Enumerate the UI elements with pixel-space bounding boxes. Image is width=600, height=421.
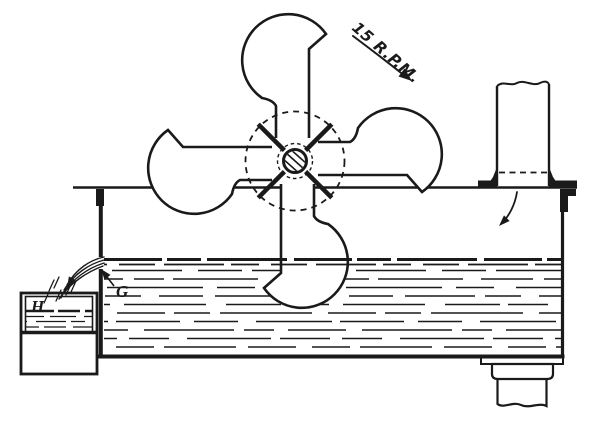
rpm-annotation: 15 R.P.M. (348, 18, 423, 87)
blade-pitch-dashed-circle (244, 110, 346, 212)
overflow-arrow-icon (67, 276, 76, 288)
pipe-break-top (496, 80, 550, 87)
pipe-foot-left (478, 180, 497, 187)
label-h: H (30, 297, 45, 316)
pipe-foot-right (549, 180, 577, 187)
rim-lip-right (560, 189, 576, 196)
outlet-flange (490, 362, 555, 381)
rpm-label: 15 R.P.M. (348, 18, 423, 87)
paddle-blade-left (146, 128, 272, 216)
label-g: G (116, 282, 129, 301)
paddle-blade-right (318, 106, 444, 194)
g-callout: G (101, 269, 129, 301)
rotation-arrow-icon (398, 68, 412, 81)
overflow-stream (43, 256, 105, 304)
wheel-spokes (256, 122, 334, 200)
water-surface (104, 258, 561, 266)
paddle-wheel (146, 12, 444, 310)
tank (73, 186, 577, 359)
outlet-pipe (480, 358, 564, 408)
inflow-arrow-icon (499, 215, 510, 226)
water-hatching (104, 269, 561, 348)
rotation-arrow-shaft (352, 35, 406, 77)
overflow-box: H (19, 291, 99, 376)
hub-hatching (285, 151, 305, 171)
paddle-blade-bottom (262, 184, 350, 310)
inlet-pipe (478, 80, 577, 226)
outlet-pipe-body (496, 379, 548, 408)
pointer-arrow-icon (101, 269, 111, 280)
paddle-blade-top (240, 12, 328, 138)
splash-ticks (43, 276, 77, 304)
hub-dashed-circle (276, 142, 314, 180)
